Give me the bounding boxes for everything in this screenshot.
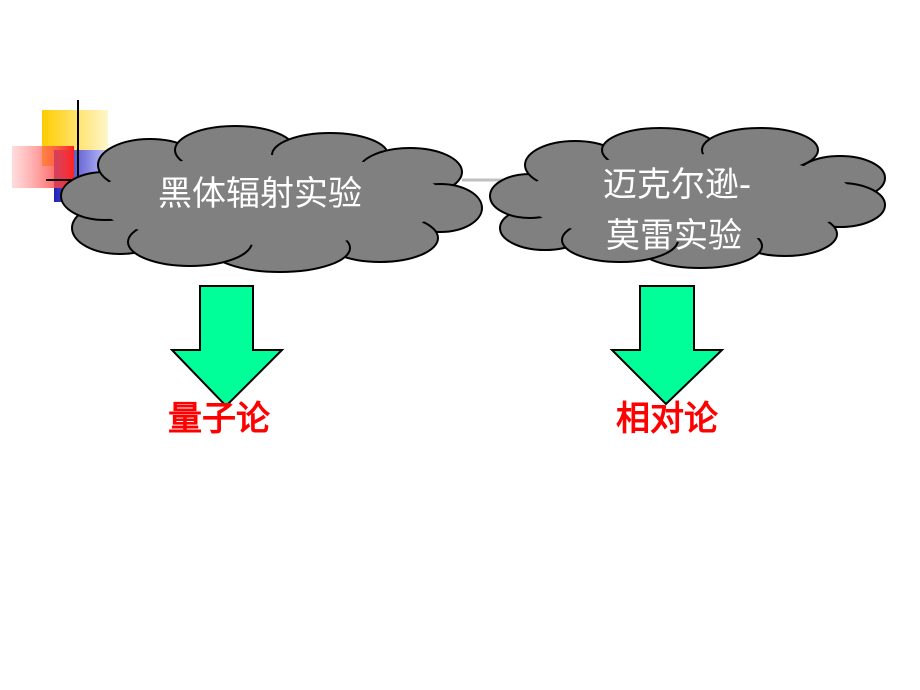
down-arrow-left bbox=[169, 285, 285, 408]
result-label-quantum-theory: 量子论 bbox=[168, 399, 271, 439]
experiment-label-right-line1: 迈克尔逊- bbox=[603, 165, 751, 205]
deco-red-square bbox=[12, 146, 74, 188]
experiment-label-right-line2: 莫雷实验 bbox=[606, 216, 742, 256]
experiment-label-left: 黑体辐射实验 bbox=[158, 174, 362, 214]
down-arrow-right bbox=[609, 285, 725, 406]
cloud-blackbody-experiment: 黑体辐射实验 bbox=[60, 125, 483, 273]
result-label-relativity: 相对论 bbox=[616, 399, 719, 439]
cloud-michelson-morley-experiment: 迈克尔逊- 莫雷实验 bbox=[489, 127, 886, 269]
